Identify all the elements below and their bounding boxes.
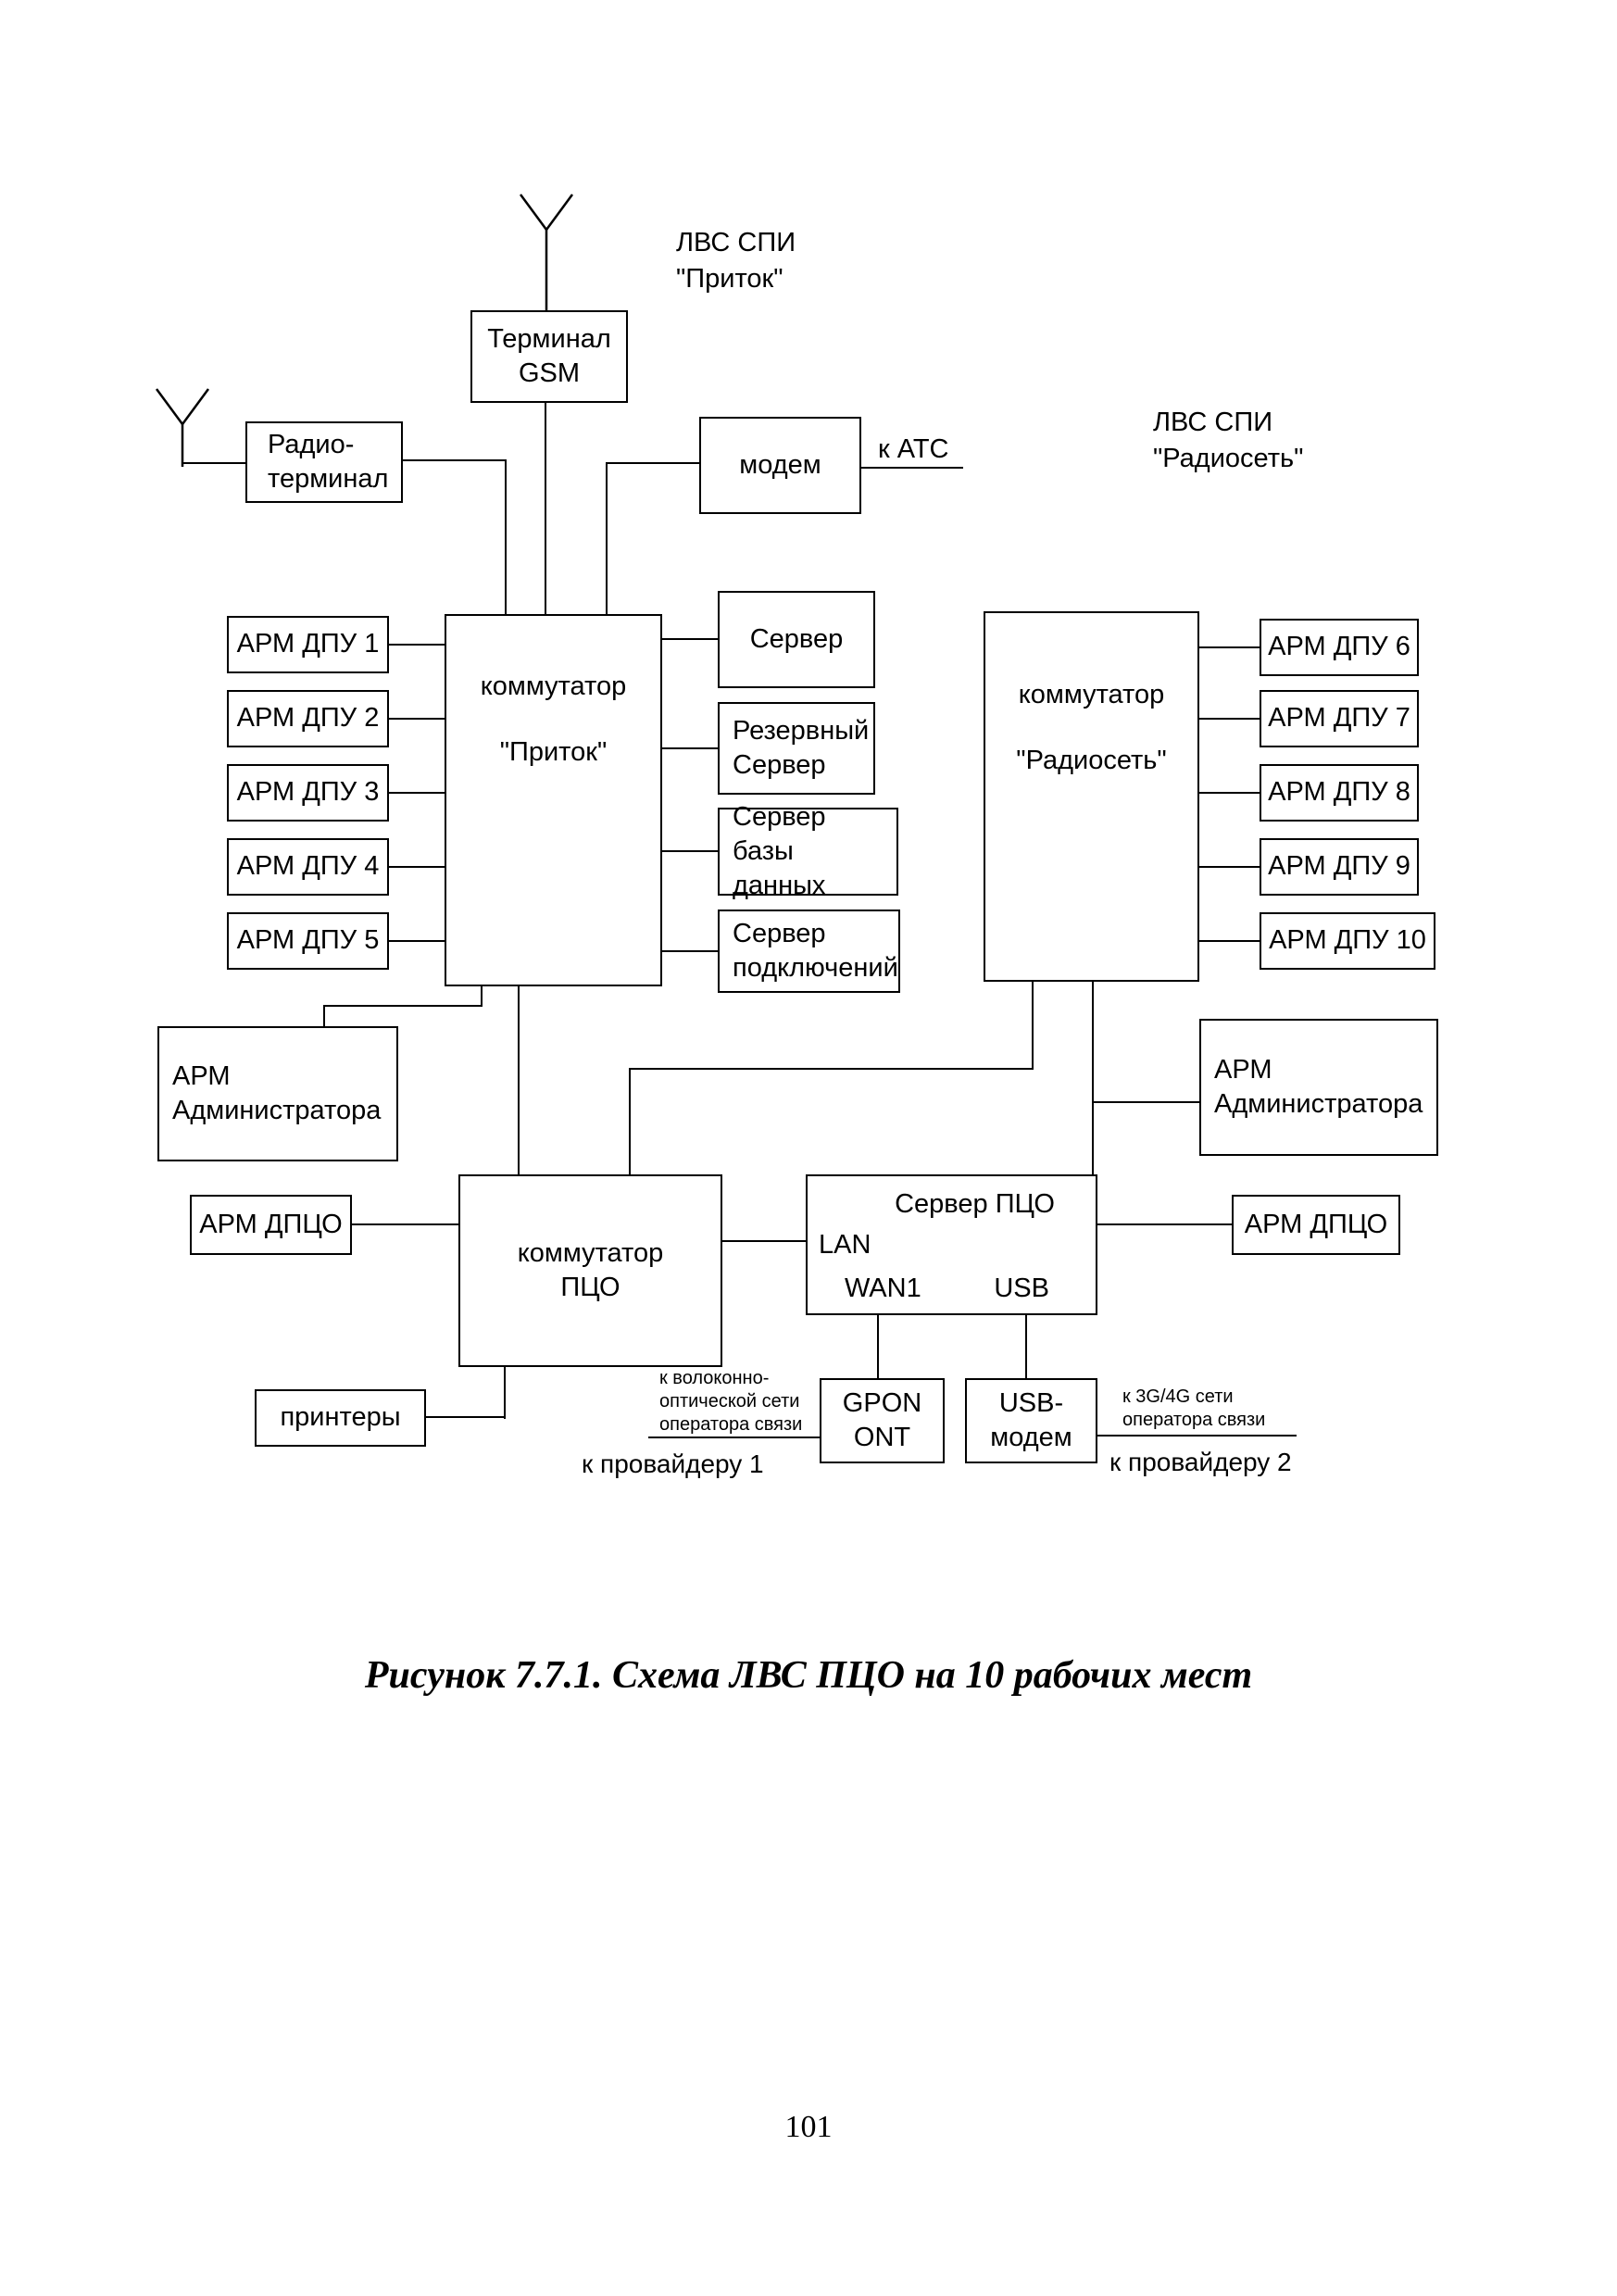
connector-line [1198, 792, 1260, 794]
connector-line [1198, 866, 1260, 868]
connector-line [182, 462, 245, 464]
node-arm-dpu-5: АРМ ДПУ 5 [227, 912, 389, 970]
node-modem: модем [699, 417, 861, 514]
label-fiber-note: к волоконно- оптической сети оператора с… [659, 1368, 803, 1435]
node-arm-dpu-10: АРМ ДПУ 10 [1260, 912, 1435, 970]
connector-line [1198, 718, 1260, 720]
connector-line [1198, 646, 1260, 648]
node-arm-dpu-6: АРМ ДПУ 6 [1260, 619, 1419, 676]
connector-line [1097, 1435, 1297, 1437]
connector-line [662, 950, 718, 952]
server-pco-port-lan: LAN [819, 1230, 871, 1260]
figure-caption: Рисунок 7.7.1. Схема ЛВС ПЦО на 10 рабоч… [364, 1654, 1253, 1697]
label-provider-2: к провайдеру 2 [1109, 1448, 1292, 1476]
server-pco-title: Сервер ПЦО [895, 1189, 1055, 1219]
node-arm-dpu-3: АРМ ДПУ 3 [227, 764, 389, 822]
connector-line [861, 467, 963, 469]
connector-line [1032, 982, 1034, 1070]
server-pco-port-wan1: WAN1 [845, 1273, 921, 1303]
label-3g4g-note: к 3G/4G сети оператора связи [1122, 1386, 1266, 1430]
connector-line [324, 1005, 483, 1007]
label-lvs-spi-radioset: ЛВС СПИ "Радиосеть" [1153, 408, 1304, 474]
node-arm-dpu-1: АРМ ДПУ 1 [227, 616, 389, 673]
node-arm-administrator-right: АРМ Администратора [1199, 1019, 1438, 1156]
node-arm-dpco-left: АРМ ДПЦО [190, 1195, 352, 1255]
connector-line [629, 1068, 631, 1174]
connector-line [505, 459, 507, 616]
connector-line [1092, 982, 1094, 1226]
node-db-server: Сервер базы данных [718, 802, 898, 900]
connector-line [545, 403, 546, 614]
connector-line [389, 644, 445, 646]
connector-line [877, 1315, 879, 1378]
label-k-ats: к АТС [878, 434, 949, 464]
connector-line [389, 940, 445, 942]
connector-line [403, 459, 507, 461]
node-arm-administrator-left: АРМ Администратора [157, 1026, 398, 1161]
connector-line [722, 1240, 806, 1242]
node-connections-server: Сервер подключений [718, 910, 900, 993]
node-arm-dpu-4: АРМ ДПУ 4 [227, 838, 389, 896]
antenna-icon [155, 388, 210, 467]
connector-line [662, 638, 718, 640]
node-arm-dpu-2: АРМ ДПУ 2 [227, 690, 389, 747]
connector-line [518, 985, 520, 1174]
connector-line [352, 1223, 458, 1225]
node-switch-pco: коммутатор ПЦО [458, 1174, 722, 1367]
connector-line [389, 866, 445, 868]
page-number: 101 [784, 2110, 833, 2144]
label-provider-1: к провайдеру 1 [582, 1449, 764, 1478]
node-terminal-gsm: Терминал GSM [470, 310, 628, 403]
connector-line [662, 747, 718, 749]
connector-line [1198, 940, 1260, 942]
node-usb-modem: USB- модем [965, 1378, 1097, 1463]
connector-line [662, 850, 718, 852]
connector-line [389, 718, 445, 720]
label-lvs-spi-pritok: ЛВС СПИ "Приток" [676, 228, 796, 295]
node-arm-dpu-7: АРМ ДПУ 7 [1260, 690, 1419, 747]
connector-line [389, 792, 445, 794]
node-radio-terminal: Радио- терминал [245, 421, 403, 503]
node-arm-dpco-right: АРМ ДПЦО [1232, 1195, 1400, 1255]
node-reserve-server: Резервный Сервер [718, 702, 875, 795]
connector-line [606, 462, 608, 616]
antenna-icon [519, 194, 574, 313]
node-arm-dpu-8: АРМ ДПУ 8 [1260, 764, 1419, 822]
connector-line [630, 1068, 1034, 1070]
node-server-pco: Сервер ПЦО LAN WAN1 USB [806, 1174, 1097, 1315]
connector-line [607, 462, 701, 464]
node-printers: принтеры [255, 1389, 426, 1447]
connector-line [426, 1416, 506, 1418]
connector-line [1025, 1315, 1027, 1378]
server-pco-port-usb: USB [994, 1273, 1049, 1303]
connector-line [481, 985, 483, 1007]
connector-line [1092, 1223, 1232, 1225]
connector-line [648, 1437, 820, 1438]
connector-line [504, 1366, 506, 1419]
node-switch-radioset: коммутатор "Радиосеть" [984, 611, 1199, 982]
node-arm-dpu-9: АРМ ДПУ 9 [1260, 838, 1419, 896]
connector-line [323, 1005, 325, 1026]
connector-line [1093, 1101, 1199, 1103]
node-switch-pritok: коммутатор "Приток" [445, 614, 662, 986]
node-server: Сервер [718, 591, 875, 688]
node-gpon-ont: GPON ONT [820, 1378, 945, 1463]
